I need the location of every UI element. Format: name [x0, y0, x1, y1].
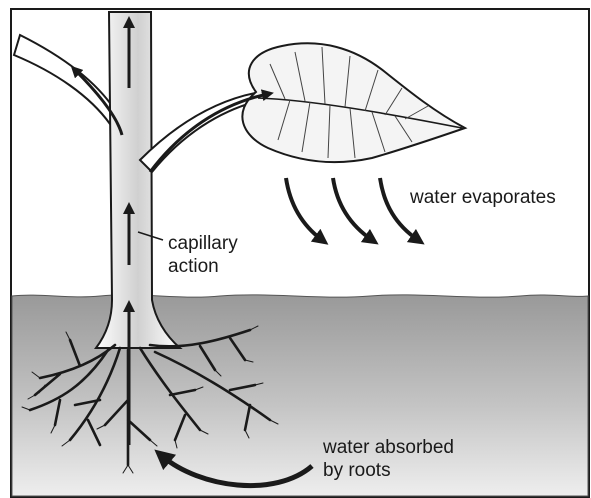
water-absorbed-text: water absorbed — [323, 436, 454, 459]
upper-branch — [14, 35, 124, 124]
by-roots-text: by roots — [323, 459, 454, 482]
water-evaporates-label: water evaporates — [410, 186, 556, 209]
water-evaporates-text: water evaporates — [410, 187, 556, 208]
soil — [12, 295, 588, 496]
capillary-action-label: capillary action — [168, 232, 238, 278]
capillary-text: capillary — [168, 232, 238, 255]
action-text: action — [168, 255, 238, 278]
evaporation-arrows — [286, 178, 418, 240]
leaf — [242, 43, 465, 162]
water-absorbed-label: water absorbed by roots — [323, 436, 454, 482]
